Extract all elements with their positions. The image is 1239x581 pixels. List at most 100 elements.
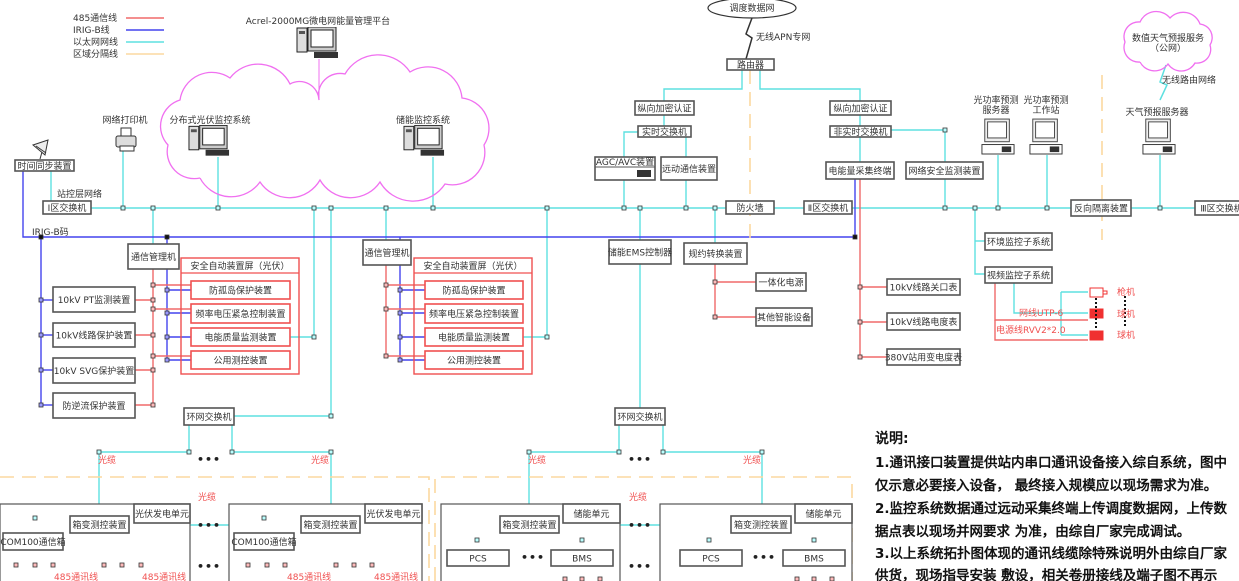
ring-switch-2[interactable]: 环网交换机 bbox=[614, 407, 666, 426]
comm-manager-2-frame bbox=[362, 239, 412, 266]
connection-node bbox=[660, 449, 666, 455]
zone-1-switch-frame bbox=[42, 200, 92, 215]
box-monitor-3[interactable]: 箱变测控装置 bbox=[499, 515, 560, 534]
comm-manager-1-label: 通信管理机 bbox=[131, 251, 176, 263]
connection-node bbox=[474, 537, 480, 543]
com100-box-1[interactable]: COM100通信箱 bbox=[0, 532, 66, 551]
forecast-server-label: 服务器 bbox=[982, 104, 1009, 116]
connection-node bbox=[32, 562, 38, 568]
ems-controller[interactable]: 储能EMS控制器 bbox=[608, 239, 672, 265]
box-monitor-2-frame bbox=[300, 515, 361, 534]
comm-manager-1[interactable]: 通信管理机 bbox=[127, 243, 180, 270]
weather-server-icon[interactable] bbox=[1142, 118, 1176, 155]
storage-unit-1-label-label: 储能单元 bbox=[573, 508, 609, 520]
agc-avc-device[interactable]: AGC/AVC装置 bbox=[594, 156, 656, 181]
connection-node bbox=[150, 306, 156, 312]
energy-terminal[interactable]: 电能量采集终端 bbox=[825, 161, 895, 180]
panel-device[interactable]: 频率电压紧急控制装置 bbox=[190, 303, 291, 324]
meter-line[interactable]: 10kV线路电度表 bbox=[886, 312, 961, 331]
box-monitor-4[interactable]: 箱变测控装置 bbox=[730, 515, 792, 534]
storage-monitor-computer-icon[interactable] bbox=[403, 125, 445, 157]
irig-b-line bbox=[22, 171, 856, 238]
line-protection-device[interactable]: 10kV线路保护装置 bbox=[52, 322, 136, 348]
pv-unit-2-label[interactable]: 光伏发电单元 bbox=[364, 503, 423, 524]
ethernet-line bbox=[662, 425, 763, 516]
connection-node bbox=[712, 279, 718, 285]
bms-2[interactable]: BMS bbox=[782, 549, 846, 567]
platform-computer-icon[interactable] bbox=[296, 27, 339, 59]
storage-unit-2-label[interactable]: 储能单元 bbox=[794, 503, 853, 524]
panel-device-frame bbox=[424, 327, 524, 347]
comm-manager-2[interactable]: 通信管理机 bbox=[362, 239, 412, 266]
connection-node bbox=[328, 413, 334, 419]
telecontrol-device[interactable]: 远动通信装置 bbox=[660, 156, 718, 181]
panel-device[interactable]: 电能质量监测装置 bbox=[190, 327, 291, 347]
encryption-left[interactable]: 纵向加密认证 bbox=[634, 100, 695, 116]
panel-device[interactable]: 电能质量监测装置 bbox=[424, 327, 524, 347]
anti-reverse-protection[interactable]: 防逆流保护装置 bbox=[52, 392, 136, 419]
svg-protection-device[interactable]: 10kV SVG保护装置 bbox=[52, 357, 136, 384]
connection-node bbox=[38, 234, 44, 240]
zone-1-switch[interactable]: Ⅰ区交换机 bbox=[42, 200, 92, 215]
panel-device[interactable]: 频率电压紧急控制装置 bbox=[424, 303, 524, 324]
panel-device[interactable]: 公用测控装置 bbox=[190, 350, 291, 370]
pv-monitor-computer-icon[interactable] bbox=[188, 125, 230, 157]
panel-device[interactable]: 防孤岛保护装置 bbox=[424, 280, 524, 300]
ring-switch-1[interactable]: 环网交换机 bbox=[183, 407, 235, 426]
net-security-device[interactable]: 网络安全监测装置 bbox=[905, 161, 984, 180]
bms-1-frame bbox=[550, 549, 614, 567]
com100-box-2[interactable]: COM100通信箱 bbox=[231, 532, 297, 551]
power-forecast-server-icon[interactable] bbox=[981, 118, 1015, 155]
protocol-converter[interactable]: 规约转换装置 bbox=[683, 242, 748, 265]
integrated-power-supply[interactable]: 一体化电源 bbox=[755, 272, 807, 292]
zone-2-switch[interactable]: Ⅱ区交换机 bbox=[803, 200, 853, 215]
printer-icon[interactable] bbox=[115, 127, 137, 152]
meter-gate[interactable]: 10kV线路关口表 bbox=[886, 278, 961, 296]
zone-2-switch-frame bbox=[803, 200, 853, 215]
legend-label: 485通信线 bbox=[73, 12, 117, 24]
env-monitor-subsystem[interactable]: 环境监控子系统 bbox=[984, 232, 1053, 251]
firewall[interactable]: 防火墙 bbox=[725, 200, 775, 215]
router[interactable]: 路由器 bbox=[726, 58, 775, 71]
box-monitor-2[interactable]: 箱变测控装置 bbox=[300, 515, 361, 534]
connection-node bbox=[972, 205, 978, 211]
connection-node bbox=[311, 334, 317, 340]
panel-device-label: 频率电压紧急控制装置 bbox=[195, 308, 285, 320]
ellipsis-dots: ••• bbox=[628, 519, 652, 532]
storage-unit-1-label[interactable]: 储能单元 bbox=[562, 503, 621, 524]
note-line: 2.监控系统数据通过远动采集终端上传调度数据网，上传数 bbox=[875, 500, 1228, 517]
integrated-power-supply-label: 一体化电源 bbox=[758, 277, 803, 289]
apn-label: 无线APN专网 bbox=[756, 31, 810, 43]
gun-camera-label: 枪机 bbox=[1117, 286, 1135, 298]
realtime-switch[interactable]: 实时交换机 bbox=[637, 125, 692, 138]
gun-camera-icon[interactable] bbox=[1089, 287, 1108, 298]
connection-node bbox=[397, 334, 403, 340]
ring-switch-2-label: 环网交换机 bbox=[617, 411, 662, 423]
connection-node bbox=[995, 205, 1001, 211]
other-smart-devices[interactable]: 其他智能设备 bbox=[755, 307, 813, 327]
pcs-1[interactable]: PCS bbox=[446, 549, 510, 567]
connection-node bbox=[282, 562, 288, 568]
pcs-2[interactable]: PCS bbox=[679, 549, 743, 567]
pv-unit-1-label[interactable]: 光伏发电单元 bbox=[133, 503, 191, 524]
panel-device-label: 电能质量监测装置 bbox=[204, 332, 276, 344]
encryption-right[interactable]: 纵向加密认证 bbox=[829, 100, 892, 116]
line-protection-device-frame bbox=[52, 322, 136, 348]
svg-protection-device-frame bbox=[52, 357, 136, 384]
zone-3-switch[interactable]: Ⅲ区交换机 bbox=[1194, 200, 1239, 216]
meter-380v[interactable]: 380V站用变电度表 bbox=[885, 348, 962, 366]
video-monitor-subsystem[interactable]: 视频监控子系统 bbox=[984, 266, 1053, 284]
panel-device[interactable]: 防孤岛保护装置 bbox=[190, 280, 291, 300]
nonrealtime-switch[interactable]: 非实时交换机 bbox=[829, 125, 892, 138]
power-forecast-workstation-icon[interactable] bbox=[1029, 118, 1063, 155]
zone-divider-line bbox=[0, 476, 430, 581]
dome-camera-icon[interactable] bbox=[1089, 330, 1104, 341]
bms-1[interactable]: BMS bbox=[550, 549, 614, 567]
ethernet-line bbox=[623, 131, 638, 157]
box-monitor-1[interactable]: 箱变测控装置 bbox=[69, 515, 130, 534]
time-sync-device[interactable]: 时间同步装置 bbox=[14, 159, 75, 172]
pt-monitor-device[interactable]: 10kV PT监测装置 bbox=[52, 286, 136, 313]
reverse-isolation-device[interactable]: 反向隔离装置 bbox=[1070, 199, 1132, 217]
zone-3-switch-label: Ⅲ区交换机 bbox=[1200, 203, 1239, 215]
panel-device[interactable]: 公用测控装置 bbox=[424, 350, 524, 370]
